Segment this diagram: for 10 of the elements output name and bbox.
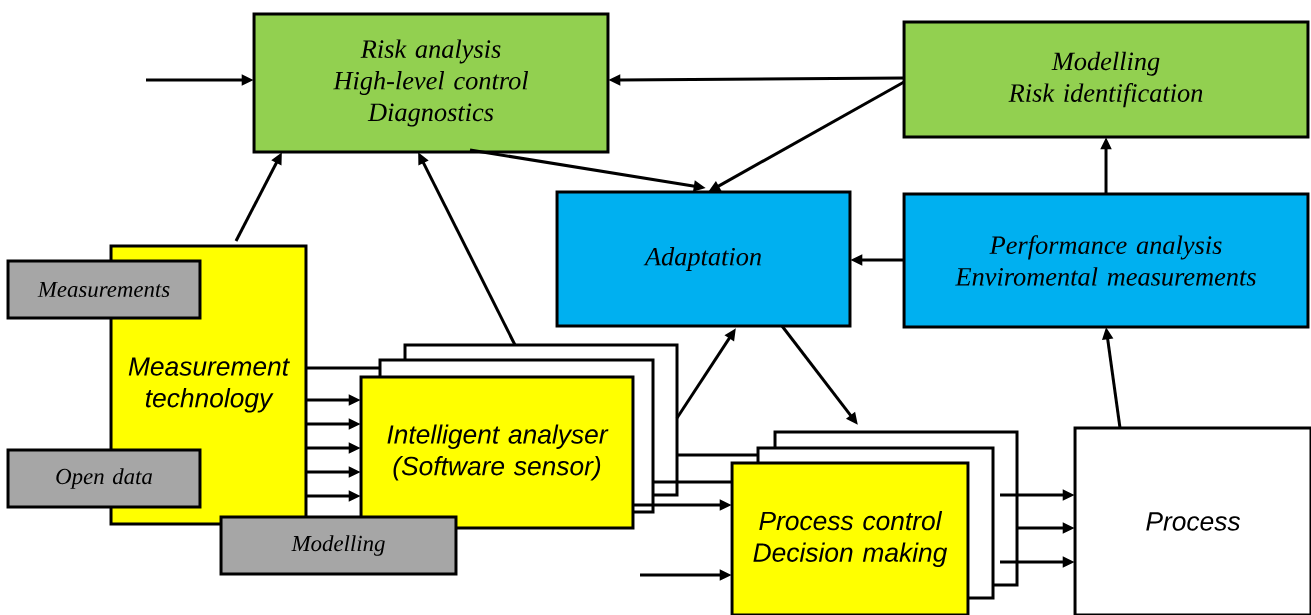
input-box: Modelling	[219, 515, 458, 576]
process-box: Process	[1073, 426, 1311, 615]
stacked-box: Process control Decision making	[730, 430, 1019, 615]
input-box: Open data	[6, 448, 202, 509]
process-box: Adaptation	[555, 190, 852, 328]
process-box: Performance analysis Enviromental measurements	[902, 192, 1310, 329]
stacked-box: Intelligent analyser (Software sensor)	[359, 343, 679, 530]
process-box: Risk analysis High-level control Diagnostics	[252, 12, 610, 154]
process-box: Modelling Risk identification	[902, 20, 1310, 139]
input-box: Measurements	[6, 259, 202, 320]
